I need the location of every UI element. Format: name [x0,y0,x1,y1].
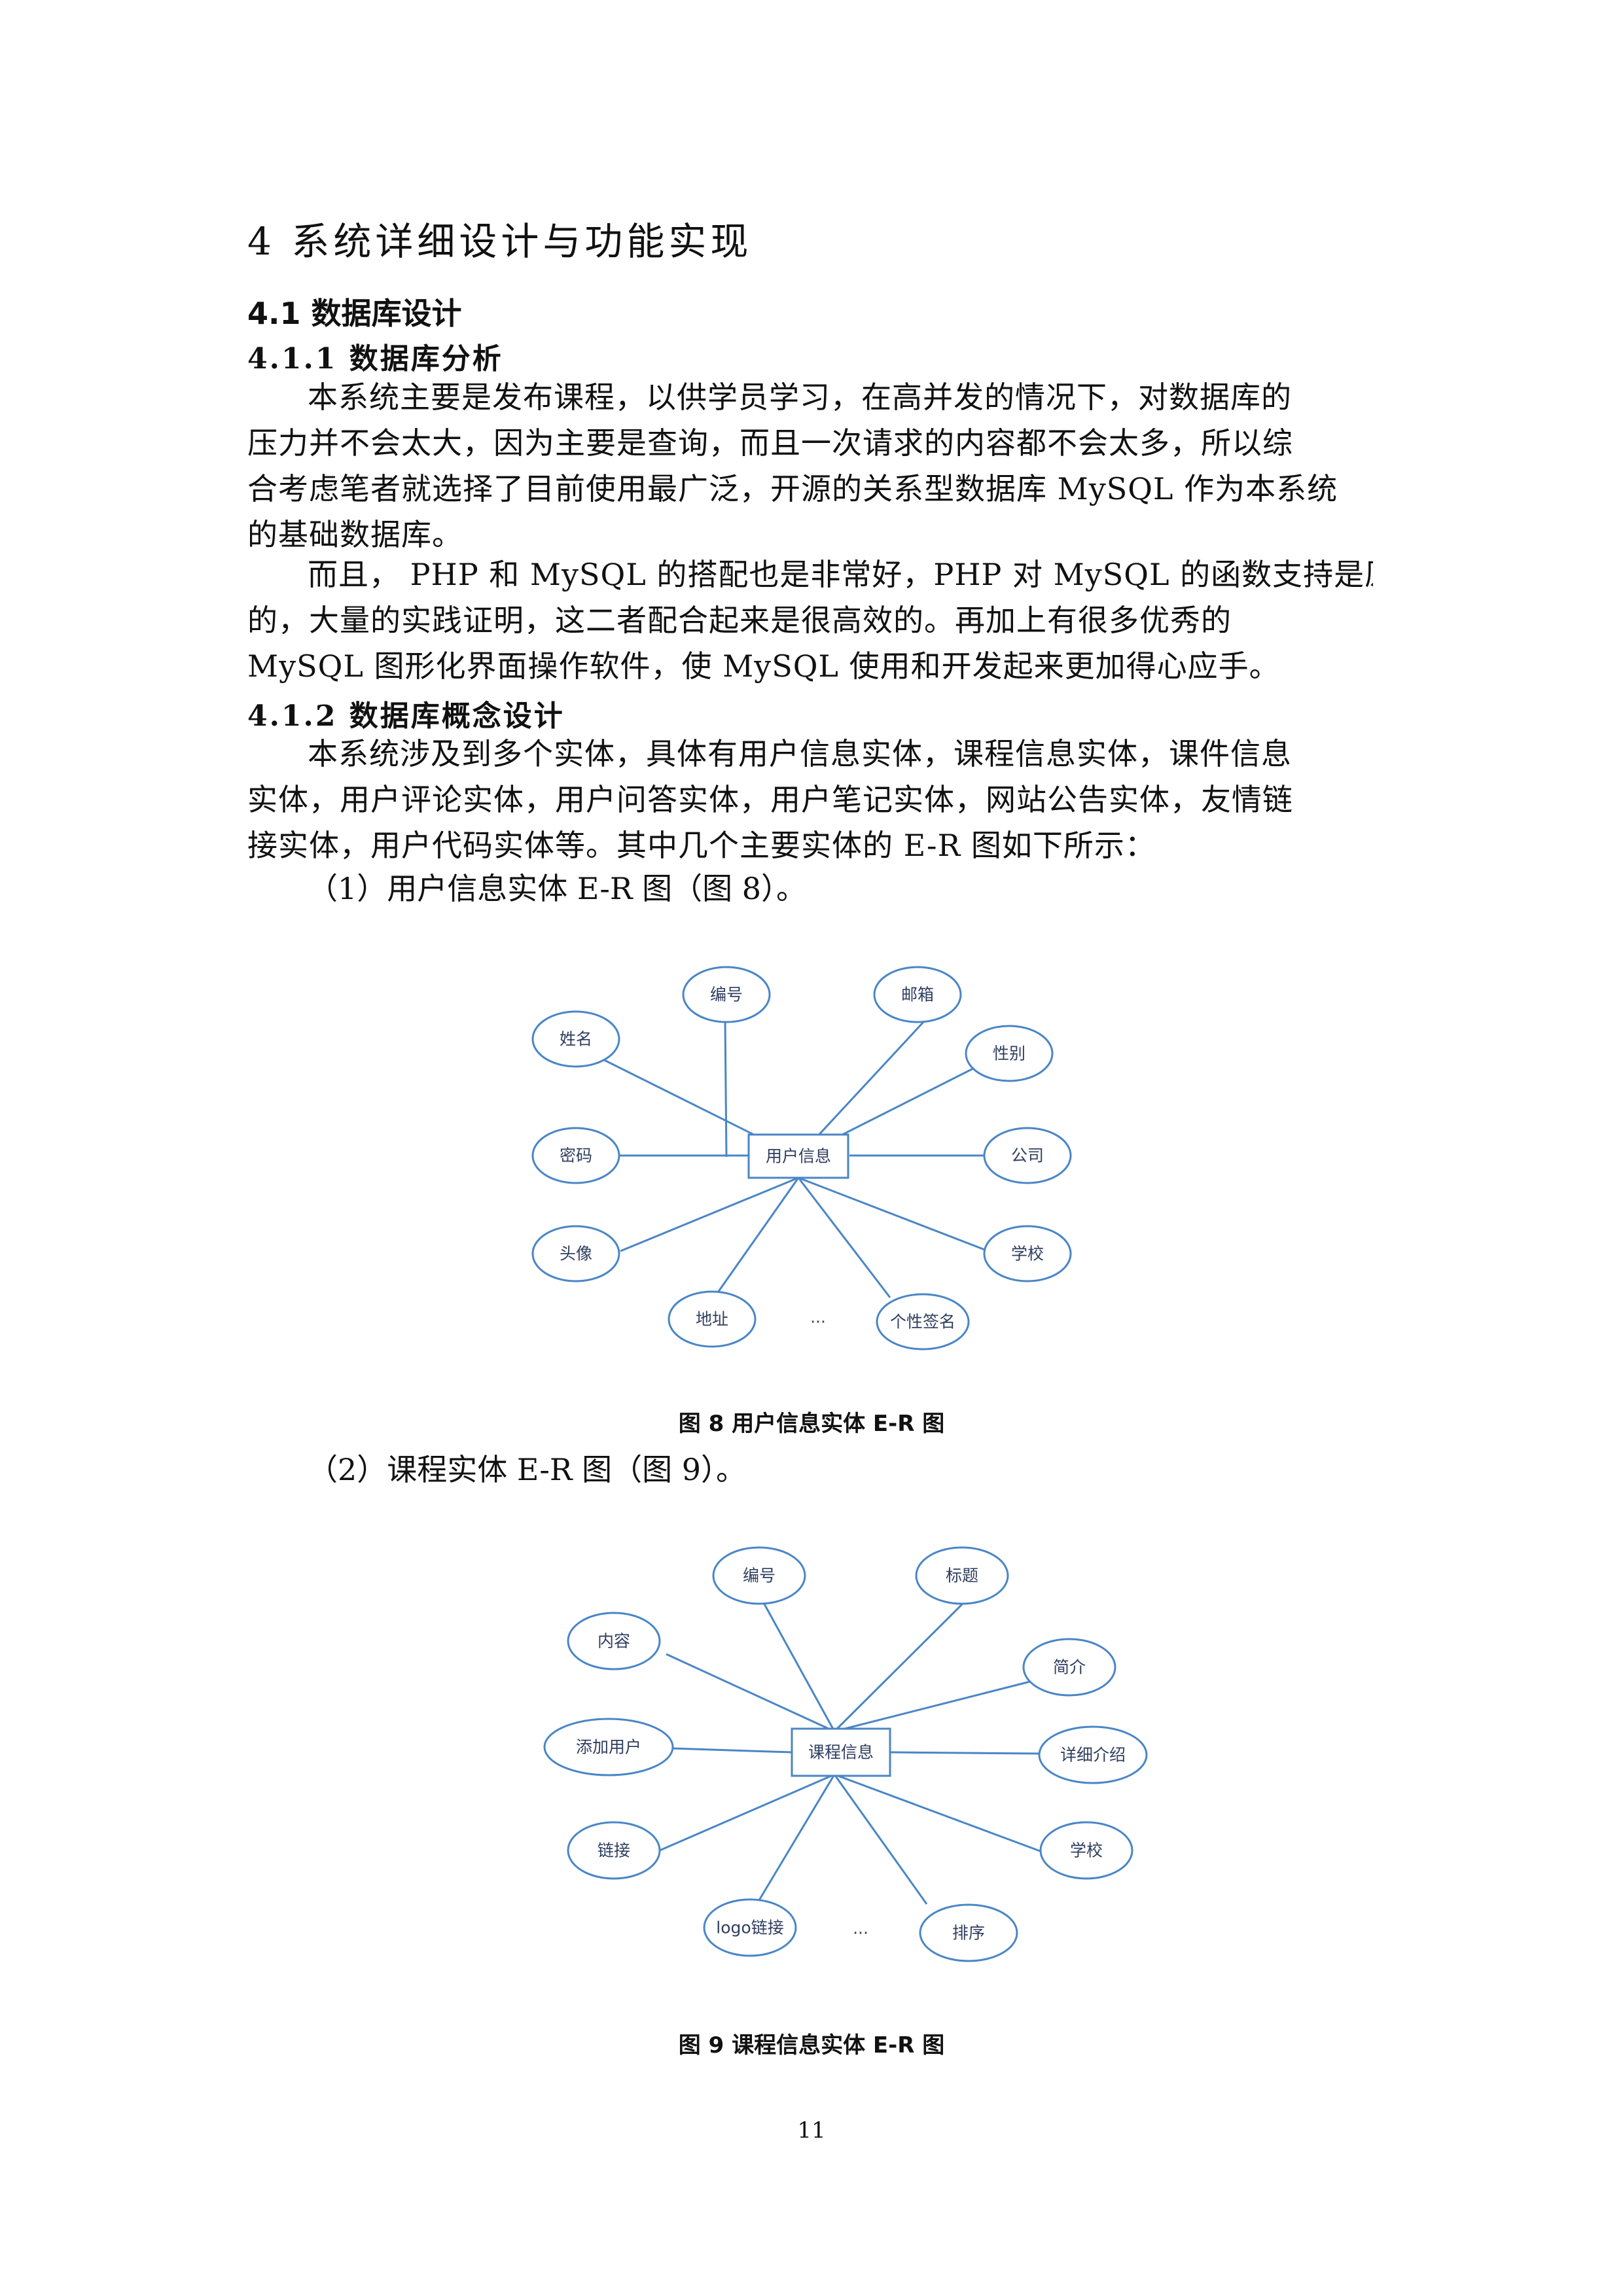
attribute-label: 密码 [560,1146,592,1165]
paragraph-line: 而且， PHP 和 MySQL 的搭配也是非常好，PHP 对 MySQL 的函数… [308,557,1373,592]
er-connector [798,1176,989,1252]
attribute-label: 头像 [560,1245,592,1263]
paragraph-line: 本系统主要是发布课程，以供学员学习，在高并发的情况下，对数据库的 [308,380,1292,415]
er-connector [833,1774,928,1905]
entity-label: 用户信息 [766,1147,831,1166]
attribute-label: 个性签名 [890,1313,955,1332]
attribute-label: 添加用户 [576,1738,641,1757]
paragraph-line: 压力并不会太大，因为主要是查询，而且一次请求的内容都不会太多，所以综 [247,425,1293,461]
entity-label: 课程信息 [808,1743,874,1762]
paragraph-line: 本系统涉及到多个实体，具体有用户信息实体，课程信息实体，课件信息 [308,736,1292,771]
attribute-ellipse [682,966,771,1023]
attribute-label: 公司 [1011,1146,1044,1165]
attribute-label: 性别 [993,1044,1026,1063]
paragraph-line: 的基础数据库。 [247,517,463,552]
er-connector [620,1176,799,1252]
subsection-title: 4.1 数据库设计 [247,296,462,331]
attribute-ellipse [1022,1638,1116,1697]
entity-box [791,1727,891,1777]
attribute-ellipse [983,1127,1072,1184]
er-connector [724,1019,728,1157]
list-item-fig9: （2）课程实体 E-R 图（图 9）。 [308,1452,747,1487]
attribute-label: 排序 [952,1924,985,1943]
attribute-label: 标题 [946,1566,978,1585]
er-connector [834,1680,1031,1733]
attribute-ellipse [1039,1821,1133,1880]
attribute-label: 编号 [710,985,743,1004]
attribute-ellipse [876,1293,970,1351]
paragraph-line: 合考虑笔者就选择了目前使用最广泛，开源的关系型数据库 MySQL 作为本系统 [247,471,1338,506]
er-connector [758,1774,836,1901]
subsection-4-1-1-title: 4.1.1 数据库分析 [247,342,503,376]
attribute-ellipse [567,1612,661,1670]
er-connector [833,1600,966,1733]
attribute-ellipse [703,1898,797,1957]
attribute-ellipse [668,1290,757,1348]
er-connector [659,1773,835,1852]
attribute-ellipse [983,1225,1072,1282]
er-connector [834,1773,1043,1853]
paragraph-php-mysql: 而且， PHP 和 MySQL 的搭配也是非常好，PHP 对 MySQL 的函数… [247,552,1373,689]
paragraph-line: 接实体，用户代码实体等。其中几个主要实体的 E-R 图如下所示： [247,828,1156,863]
paragraph-database-analysis: 本系统主要是发布课程，以供学员学习，在高并发的情况下，对数据库的 压力并不会太大… [247,374,1373,557]
attribute-ellipse [531,1010,620,1068]
attribute-label: 学校 [1011,1245,1044,1263]
attribute-ellipse [531,1225,620,1282]
attribute-ellipse [543,1718,674,1776]
attribute-label: 姓名 [560,1030,592,1049]
er-connector [797,1177,891,1298]
er-connector [889,1751,1040,1755]
attribute-ellipse [919,1903,1018,1962]
er-connector [666,1653,835,1733]
list-item-fig8: （1）用户信息实体 E-R 图（图 8）。 [308,871,807,906]
attribute-ellipse [873,966,962,1023]
attribute-label: logo链接 [716,1918,783,1937]
ellipsis-text: ··· [810,1313,826,1332]
attribute-label: 编号 [743,1566,776,1585]
attribute-ellipse [567,1821,661,1880]
ellipsis-text: ··· [853,1924,868,1943]
er-connector [712,1177,800,1299]
attribute-ellipse [965,1025,1054,1082]
figure-9-er-diagram: 课程信息 编号 标题 内容 简介 添加用户 详细介绍 链接 学校 logo链接 … [543,1546,1148,1962]
figure-8-er-diagram: 用户信息 编号 邮箱 姓名 性别 密码 公司 头像 学校 地址 个性签名 ··· [531,966,1072,1351]
attribute-label: 详细介绍 [1060,1746,1126,1765]
subsection-4-1-2-title: 4.1.2 数据库概念设计 [247,699,565,733]
section-title: 4 系统详细设计与功能实现 [247,219,753,264]
paragraph-line: MySQL 图形化界面操作软件，使 MySQL 使用和开发起来更加得心应手。 [247,648,1280,684]
attribute-ellipse [915,1546,1009,1605]
er-connector [671,1747,793,1754]
attribute-ellipse [1038,1725,1148,1784]
er-connector [762,1601,836,1732]
entity-box [747,1133,849,1179]
attribute-label: 简介 [1053,1658,1086,1677]
attribute-label: 链接 [597,1841,630,1860]
paragraph-line: 的，大量的实践证明，这二者配合起来是很高效的。再加上有很多优秀的 [247,603,1232,638]
page-number: 11 [797,2117,826,2144]
paragraph-conceptual-design: 本系统涉及到多个实体，具体有用户信息实体，课程信息实体，课件信息 实体，用户评论… [247,731,1373,868]
figure-8-caption: 图 8 用户信息实体 E-R 图 [678,1411,945,1437]
attribute-label: 地址 [696,1310,728,1329]
figure-9-caption: 图 9 课程信息实体 E-R 图 [678,2032,945,2058]
attribute-label: 内容 [597,1632,630,1651]
attribute-ellipse [531,1127,620,1184]
attribute-label: 学校 [1070,1841,1103,1860]
paragraph-line: 实体，用户评论实体，用户问答实体，用户笔记实体，网站公告实体，友情链 [247,782,1293,817]
attribute-ellipse [712,1546,806,1605]
attribute-label: 邮箱 [901,985,934,1004]
